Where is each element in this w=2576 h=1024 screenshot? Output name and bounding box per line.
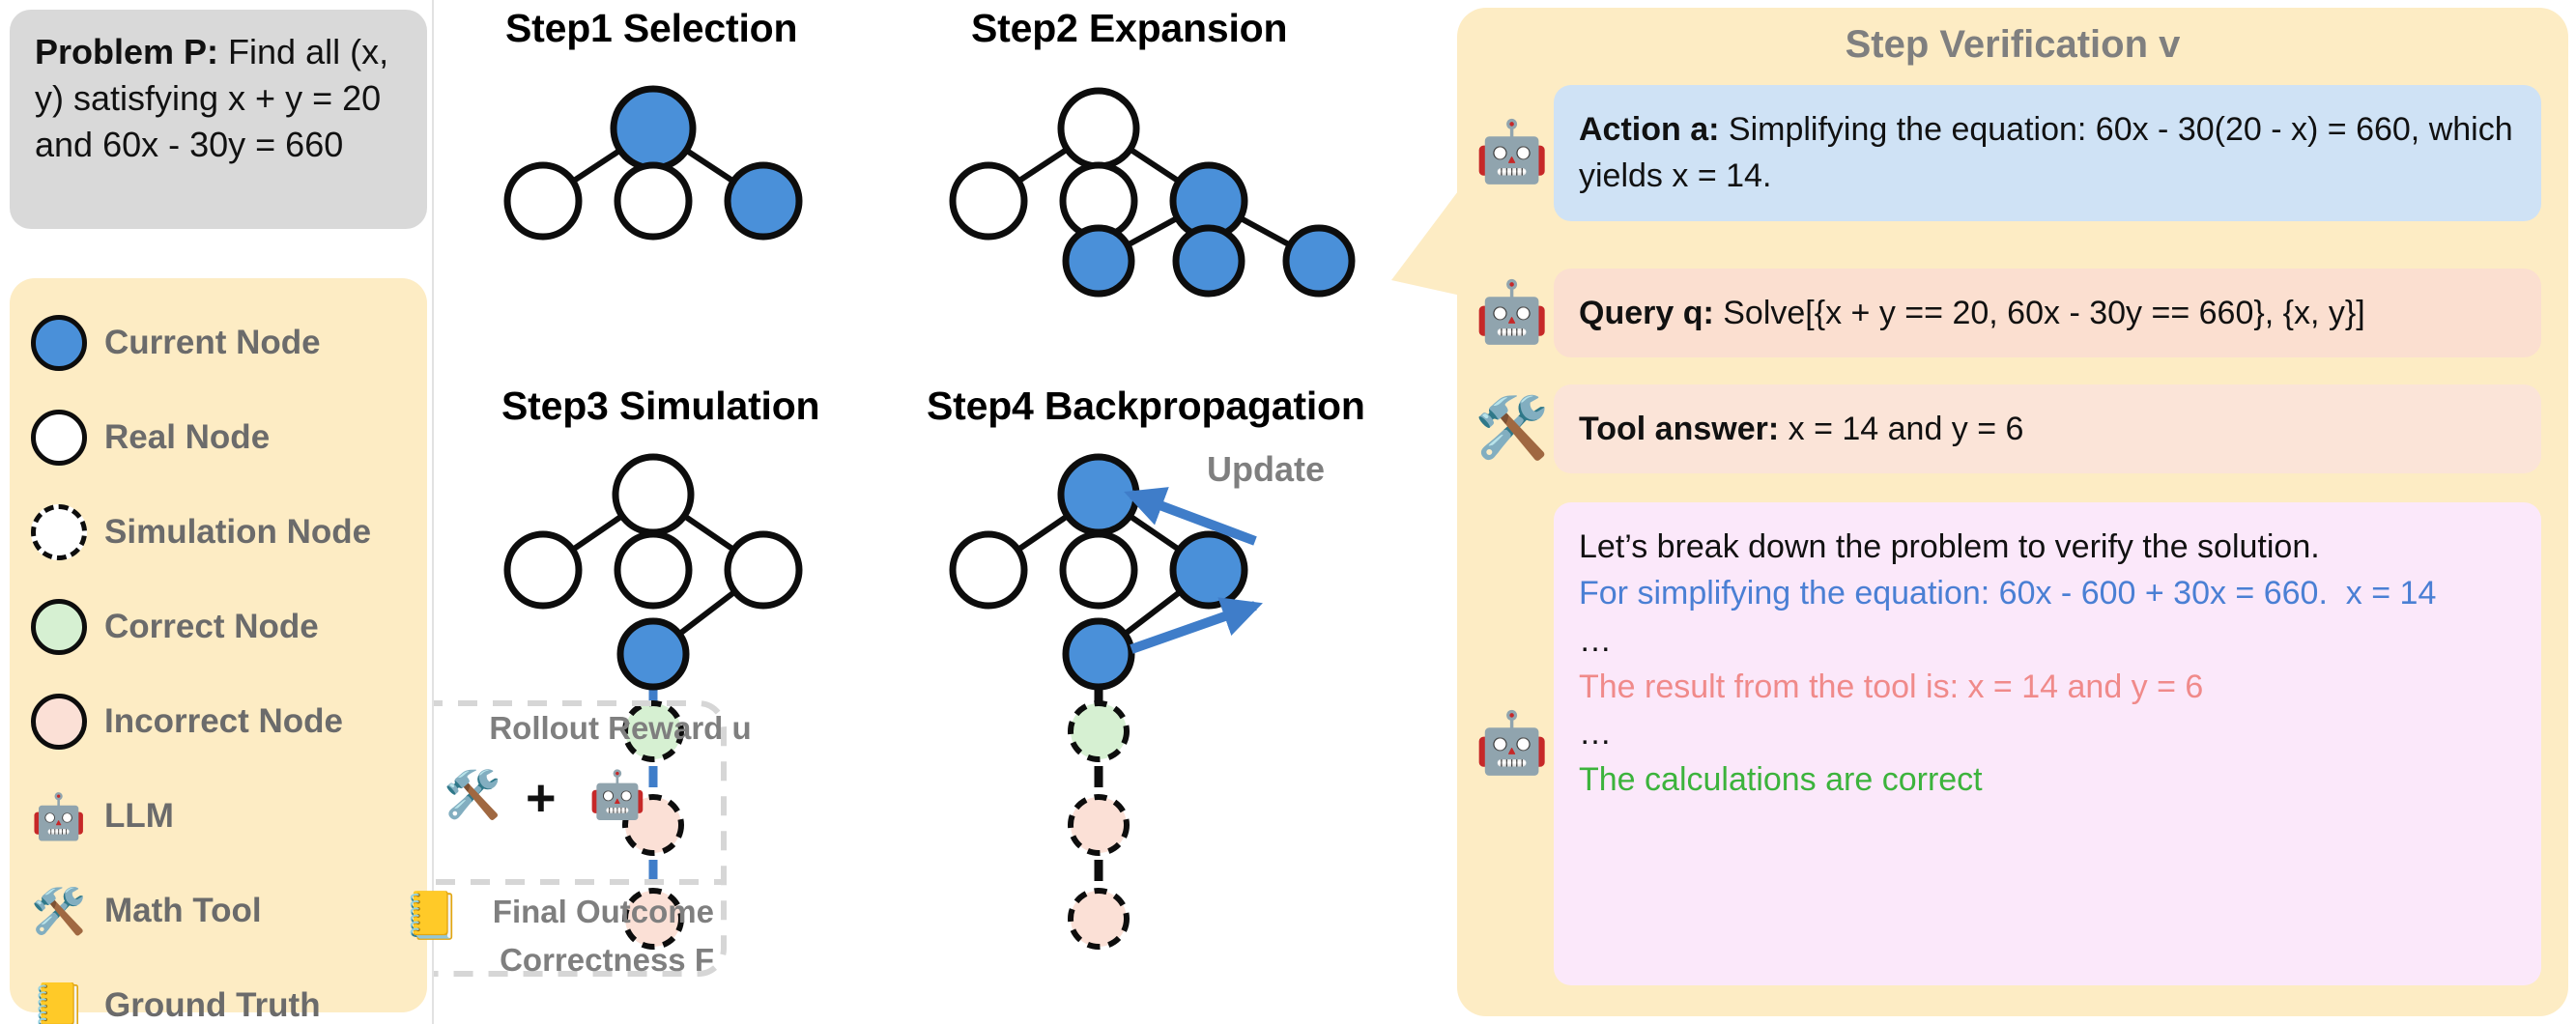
legend-item-llm: 🤖 LLM <box>31 769 427 864</box>
legend-label: Math Tool <box>104 892 262 929</box>
tree-node-current <box>1282 224 1356 298</box>
verify-line: For simplifying the equation: 60x - 600 … <box>1579 575 2437 612</box>
incorrect-node-circle-icon <box>31 694 87 750</box>
hammer-and-wrench-icon: 🛠️ <box>31 886 87 936</box>
final-outcome-label-line1: Final Outcome <box>492 894 714 929</box>
tree-node-real <box>503 161 583 241</box>
update-arrow-label: Update <box>1207 449 1325 489</box>
legend-label: Simulation Node <box>104 513 372 551</box>
callout-tail <box>1391 164 1478 299</box>
step2-title: Step2 Expansion <box>971 6 1288 50</box>
panel-title: Step Verification v <box>1845 23 2181 66</box>
tree-node-current <box>616 617 690 691</box>
legend-label: LLM <box>104 797 174 835</box>
query-box: Query q: Solve[{x + y == 20, 60x - 30y =… <box>1554 269 2541 358</box>
plus-symbol: + <box>526 769 557 827</box>
tree-node-real <box>612 453 695 536</box>
final-outcome-label-line2: Correctness F <box>500 942 714 978</box>
legend-label: Incorrect Node <box>104 702 343 740</box>
legend-item-current-node: Current Node <box>31 296 427 390</box>
tool-answer-box: Tool answer: x = 14 and y = 6 <box>1554 384 2541 474</box>
tool-label: Tool answer: <box>1579 411 1780 447</box>
update-arrow-upper <box>1124 487 1257 546</box>
tree-node-simulation-incorrect <box>622 888 684 950</box>
tree-node-real <box>503 530 583 610</box>
mcts-steps-column: Step1 Selection Step2 Expansion Step3 Si… <box>403 0 1457 1024</box>
legend-item-math-tool: 🛠️ Math Tool <box>31 864 427 958</box>
tree-node-simulation-incorrect <box>1068 794 1130 856</box>
robot-with-tool-icon: 🤖 <box>1474 279 1550 347</box>
robot-icon: 🤖 <box>31 791 87 841</box>
legend-item-correct-node: Correct Node <box>31 580 427 674</box>
robot-with-lightbulb-icon: 🤖 <box>1474 119 1550 186</box>
hammer-and-wrench-icon: 🛠️ <box>444 770 501 821</box>
column-divider <box>432 0 434 1024</box>
legend-item-real-node: Real Node <box>31 390 427 485</box>
tree-node-simulation-correct <box>622 700 684 762</box>
update-arrow-lower <box>1130 597 1263 654</box>
verify-line: The result from the tool is: x = 14 and … <box>1579 668 2204 705</box>
robot-icon: 🤖 <box>588 770 646 821</box>
verification-row-action: 🤖 Action a: Simplifying the equation: 60… <box>1471 85 2557 221</box>
rollout-reward-label: Rollout Reward u <box>489 710 752 746</box>
legend-label: Real Node <box>104 418 271 456</box>
legend-item-incorrect-node: Incorrect Node <box>31 674 427 769</box>
verification-reasoning-box: Let’s break down the problem to verify t… <box>1554 502 2541 985</box>
tree-node-simulation-correct <box>1068 700 1130 762</box>
real-node-circle-icon <box>31 410 87 466</box>
mcts-trees-svg: Update <box>434 85 1356 977</box>
legend-label: Correct Node <box>104 608 319 645</box>
problem-statement-card: Problem P: Find all (x, y) satisfying x … <box>10 10 427 229</box>
tree-node-real <box>614 530 693 610</box>
verify-line: … <box>1579 621 1614 659</box>
tree-node-real <box>1057 87 1140 170</box>
verify-line: Let’s break down the problem to verify t… <box>1579 528 2320 565</box>
action-label: Action a: <box>1579 111 1720 148</box>
legend-label: Ground Truth <box>104 986 321 1024</box>
step1-title: Step1 Selection <box>505 6 798 50</box>
legend-item-simulation-node: Simulation Node <box>31 485 427 580</box>
tool-text: x = 14 and y = 6 <box>1779 411 2024 447</box>
step-verification-panel: Step Verification v 🤖 Action a: Simplify… <box>1457 8 2568 1016</box>
verify-line: … <box>1579 715 1614 753</box>
hammer-and-wrench-icon: 🛠️ <box>1474 395 1550 463</box>
verify-line: The calculations are correct <box>1579 761 1983 799</box>
simulation-node-circle-icon <box>31 504 87 560</box>
tree-node-current <box>1169 530 1248 610</box>
step4-title: Step4 Backpropagation <box>927 384 1365 428</box>
left-column: Problem P: Find all (x, y) satisfying x … <box>0 0 431 1024</box>
tree-node-real <box>724 530 803 610</box>
legend-card: Current Node Real Node Simulation Node C… <box>10 278 427 1024</box>
ledger-icon: 📒 <box>31 981 87 1024</box>
tree-node-real <box>1059 530 1138 610</box>
tree-node-simulation-incorrect <box>1068 888 1130 950</box>
robot-with-gavel-icon: 🤖 <box>1474 710 1550 777</box>
tree-node-current <box>724 161 803 241</box>
problem-label: Problem P: <box>35 32 219 71</box>
tree-node-simulation-incorrect <box>622 794 684 856</box>
verification-row-query: 🤖 Query q: Solve[{x + y == 20, 60x - 30y… <box>1471 269 2557 358</box>
tree-node-real <box>949 161 1028 241</box>
step3-title: Step3 Simulation <box>501 384 820 428</box>
tree-node-real <box>949 530 1028 610</box>
legend-label: Current Node <box>104 324 321 361</box>
ledger-icon: 📒 <box>403 891 461 942</box>
verification-row-tool: 🛠️ Tool answer: x = 14 and y = 6 <box>1471 384 2557 474</box>
problem-text: Find all (x, y) satisfying x + y = 20 an… <box>35 32 389 164</box>
tree-node-current <box>610 85 697 172</box>
tree-node-current <box>1062 617 1135 691</box>
action-text: Simplifying the equation: 60x - 30(20 - … <box>1579 111 2513 195</box>
correct-node-circle-icon <box>31 599 87 655</box>
legend-item-ground-truth: 📒 Ground Truth <box>31 958 427 1024</box>
action-box: Action a: Simplifying the equation: 60x … <box>1554 85 2541 221</box>
current-node-circle-icon <box>31 315 87 371</box>
rollout-reward-box <box>434 700 727 977</box>
tree-node-current <box>1057 453 1140 536</box>
verification-row-reasoning: 🤖 Let’s break down the problem to verify… <box>1471 502 2557 985</box>
tree-node-current <box>1062 224 1135 298</box>
query-text: Solve[{x + y == 20, 60x - 30y == 660}, {… <box>1713 295 2365 331</box>
tree-node-real <box>614 161 693 241</box>
query-label: Query q: <box>1579 295 1714 331</box>
tree-node-current <box>1172 224 1245 298</box>
